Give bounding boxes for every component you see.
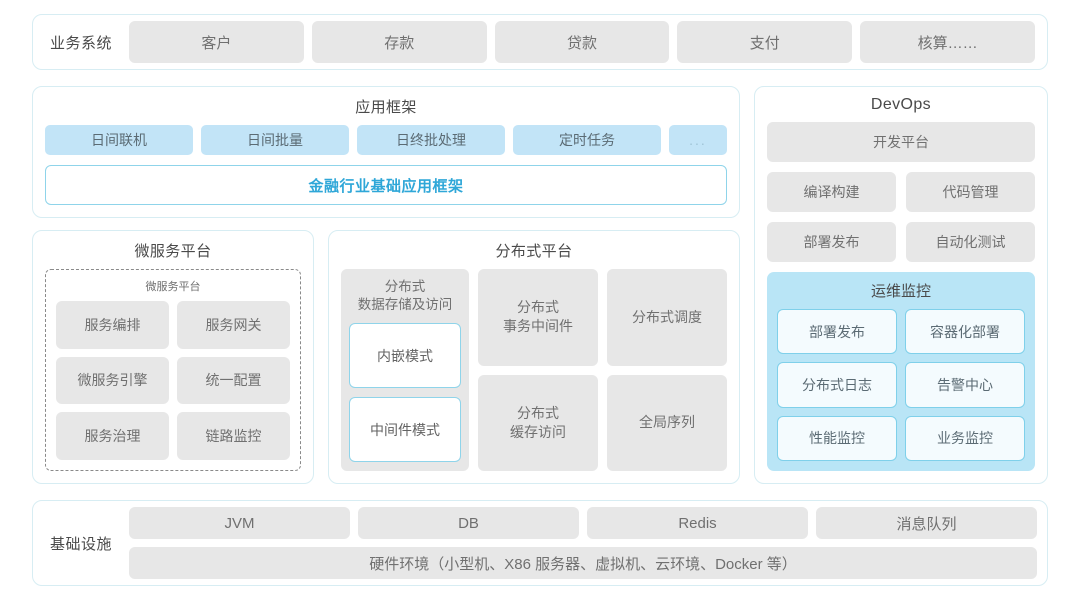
business-item-accounting[interactable]: 核算…… [860, 21, 1035, 63]
ops-monitoring-panel: 运维监控 部署发布 容器化部署 分布式日志 告警中心 性能监控 业务监控 [767, 272, 1035, 471]
ms-item-trace-monitoring[interactable]: 链路监控 [177, 412, 290, 460]
distributed-platform-body: 分布式 数据存储及访问 内嵌模式 中间件模式 分布式 事务中间件 [341, 269, 727, 471]
dp-cell-distributed-scheduling-text: 分布式调度 [632, 308, 702, 325]
dp-cell-cache-access-text: 分布式 缓存访问 [510, 404, 566, 440]
business-system-card: 业务系统 客户 存款 贷款 支付 核算…… [32, 14, 1048, 70]
distributed-platform-cells: 分布式 事务中间件 分布式调度 分布式 缓存访问 [478, 269, 727, 471]
business-item-loan[interactable]: 贷款 [494, 21, 670, 63]
devops-item-automated-testing[interactable]: 自动化测试 [906, 222, 1035, 262]
ops-item-alert-center[interactable]: 告警中心 [905, 362, 1025, 408]
devops-items: 编译构建 代码管理 部署发布 自动化测试 [767, 172, 1035, 262]
app-framework-chip-eod-batch[interactable]: 日终批处理 [357, 125, 505, 155]
distributed-sub-embedded-mode[interactable]: 内嵌模式 [349, 323, 461, 389]
infra-item-db[interactable]: DB [358, 507, 579, 539]
microservice-platform-card: 微服务平台 微服务平台 服务编排 服务网关 微服务引擎 统一配置 服务治理 链路… [32, 230, 314, 484]
microservice-platform-inner: 微服务平台 服务编排 服务网关 微服务引擎 统一配置 服务治理 链路监控 [45, 269, 301, 471]
distributed-data-storage-title: 分布式 数据存储及访问 [358, 278, 453, 314]
ms-item-service-orchestration[interactable]: 服务编排 [56, 301, 169, 349]
distributed-data-storage-group: 分布式 数据存储及访问 内嵌模式 中间件模式 [341, 269, 469, 471]
distributed-sub-middleware-mode[interactable]: 中间件模式 [349, 397, 461, 462]
ops-item-business-monitoring[interactable]: 业务监控 [905, 415, 1025, 461]
dp-cell-global-sequence-text: 全局序列 [639, 414, 695, 431]
devops-dev-platform[interactable]: 开发平台 [767, 122, 1035, 162]
microservice-platform-title: 微服务平台 [134, 243, 212, 260]
app-framework-banner: 金融行业基础应用框架 [45, 165, 727, 205]
middle-band: 应用框架 日间联机 日间批量 日终批处理 定时任务 ... 金融行业基础应用框架… [32, 86, 1048, 484]
distributed-data-storage-title-line2: 数据存储及访问 [357, 297, 453, 313]
app-framework-chips: 日间联机 日间批量 日终批处理 定时任务 ... [45, 125, 727, 155]
ms-item-unified-config[interactable]: 统一配置 [177, 356, 290, 405]
business-system-items: 客户 存款 贷款 支付 核算…… [129, 21, 1037, 63]
ms-item-service-gateway[interactable]: 服务网关 [177, 301, 290, 349]
business-item-deposit[interactable]: 存款 [311, 21, 487, 63]
distributed-platform-card: 分布式平台 分布式 数据存储及访问 内嵌模式 中间件模式 [328, 230, 740, 484]
microservice-platform-inner-title: 微服务平台 [145, 281, 201, 293]
dp-cell-distributed-scheduling[interactable]: 分布式调度 [607, 269, 727, 366]
business-item-customer[interactable]: 客户 [129, 21, 304, 63]
app-framework-chip-scheduled-task[interactable]: 定时任务 [513, 125, 661, 155]
app-framework-title: 应用框架 [355, 99, 417, 116]
infrastructure-items: JVM DB Redis 消息队列 [129, 507, 1037, 539]
infrastructure-card: 基础设施 JVM DB Redis 消息队列 硬件环境（小型机、X86 服务器、… [32, 500, 1048, 586]
app-framework-chip-daytime-online[interactable]: 日间联机 [45, 125, 193, 155]
ops-monitoring-title: 运维监控 [870, 283, 931, 300]
infra-item-jvm[interactable]: JVM [129, 507, 350, 539]
dp-cell-global-sequence[interactable]: 全局序列 [607, 374, 727, 471]
ops-item-distributed-logs[interactable]: 分布式日志 [777, 362, 897, 408]
devops-card: DevOps 开发平台 编译构建 代码管理 部署发布 自动化测试 运维监控 部署… [754, 86, 1048, 484]
dp-cell-transaction-middleware[interactable]: 分布式 事务中间件 [478, 269, 598, 366]
infrastructure-label: 基础设施 [49, 535, 112, 553]
dp-cell-transaction-middleware-text: 分布式 事务中间件 [503, 299, 573, 335]
infra-item-message-queue[interactable]: 消息队列 [816, 507, 1037, 539]
app-framework-chip-more[interactable]: ... [669, 125, 727, 155]
ops-item-performance-monitoring[interactable]: 性能监控 [777, 415, 897, 461]
infra-hardware-environment[interactable]: 硬件环境（小型机、X86 服务器、虚拟机、云环境、Docker 等） [129, 547, 1037, 579]
distributed-platform-title: 分布式平台 [495, 243, 573, 260]
devops-title: DevOps [870, 96, 932, 113]
ops-monitoring-items: 部署发布 容器化部署 分布式日志 告警中心 性能监控 业务监控 [777, 309, 1025, 461]
infrastructure-stack: JVM DB Redis 消息队列 硬件环境（小型机、X86 服务器、虚拟机、云… [129, 507, 1037, 579]
distributed-data-storage-title-line1: 分布式 [384, 279, 426, 294]
devops-item-deploy-release[interactable]: 部署发布 [767, 222, 896, 262]
ops-item-containerized-deploy[interactable]: 容器化部署 [905, 309, 1025, 355]
ms-item-microservice-engine[interactable]: 微服务引擎 [56, 356, 169, 405]
infra-item-redis[interactable]: Redis [587, 507, 808, 539]
microservice-platform-items: 服务编排 服务网关 微服务引擎 统一配置 服务治理 链路监控 [56, 301, 290, 460]
business-system-label: 业务系统 [49, 34, 112, 52]
dp-cell-cache-access[interactable]: 分布式 缓存访问 [478, 374, 598, 471]
ms-item-service-governance[interactable]: 服务治理 [56, 412, 169, 460]
ops-item-deploy-release[interactable]: 部署发布 [777, 309, 897, 355]
devops-item-code-management[interactable]: 代码管理 [906, 172, 1035, 212]
app-framework-chip-daytime-batch[interactable]: 日间批量 [201, 125, 349, 155]
app-framework-card: 应用框架 日间联机 日间批量 日终批处理 定时任务 ... 金融行业基础应用框架 [32, 86, 740, 218]
devops-item-build[interactable]: 编译构建 [767, 172, 896, 212]
business-item-payment[interactable]: 支付 [677, 21, 853, 63]
middle-left-column: 应用框架 日间联机 日间批量 日终批处理 定时任务 ... 金融行业基础应用框架… [32, 86, 740, 484]
platforms-row: 微服务平台 微服务平台 服务编排 服务网关 微服务引擎 统一配置 服务治理 链路… [32, 230, 740, 484]
